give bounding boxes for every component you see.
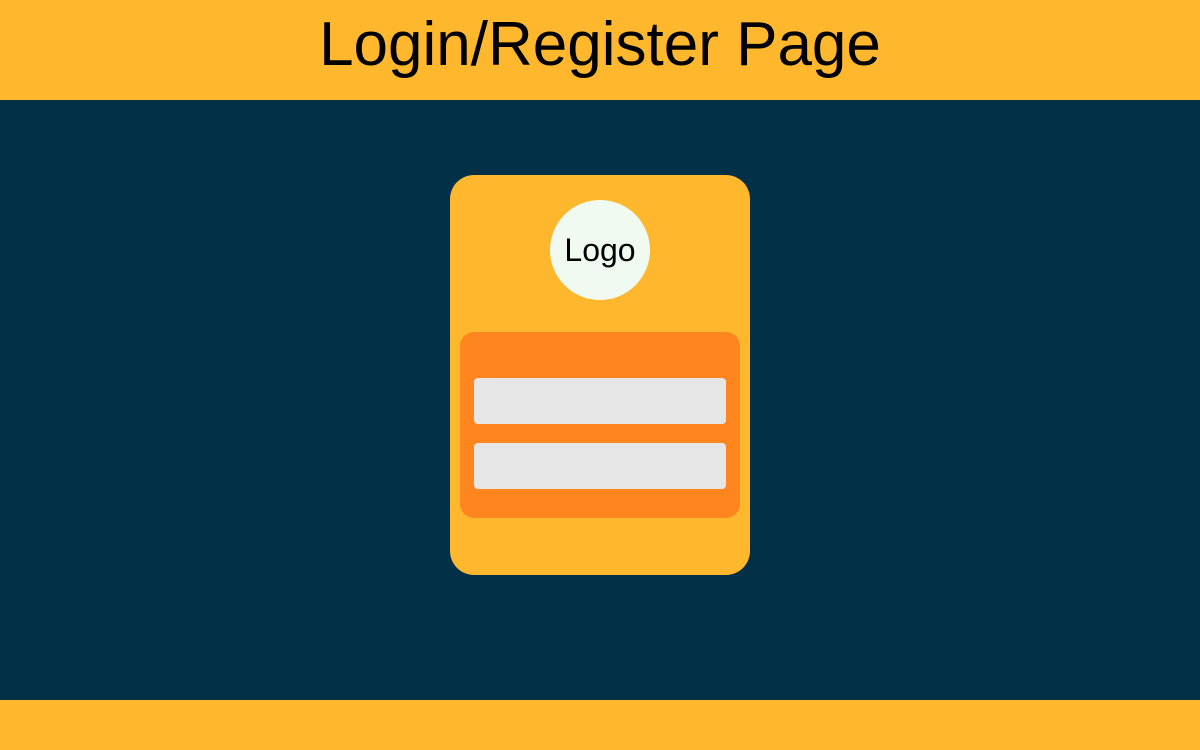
login-form [460, 332, 740, 518]
page-title: Login/Register Page [319, 10, 881, 79]
header-bar: Login/Register Page [0, 0, 1200, 100]
footer-bar [0, 700, 1200, 750]
username-field[interactable] [474, 378, 726, 424]
logo: Logo [550, 200, 650, 300]
password-field[interactable] [474, 443, 726, 489]
login-card: Logo [450, 175, 750, 575]
